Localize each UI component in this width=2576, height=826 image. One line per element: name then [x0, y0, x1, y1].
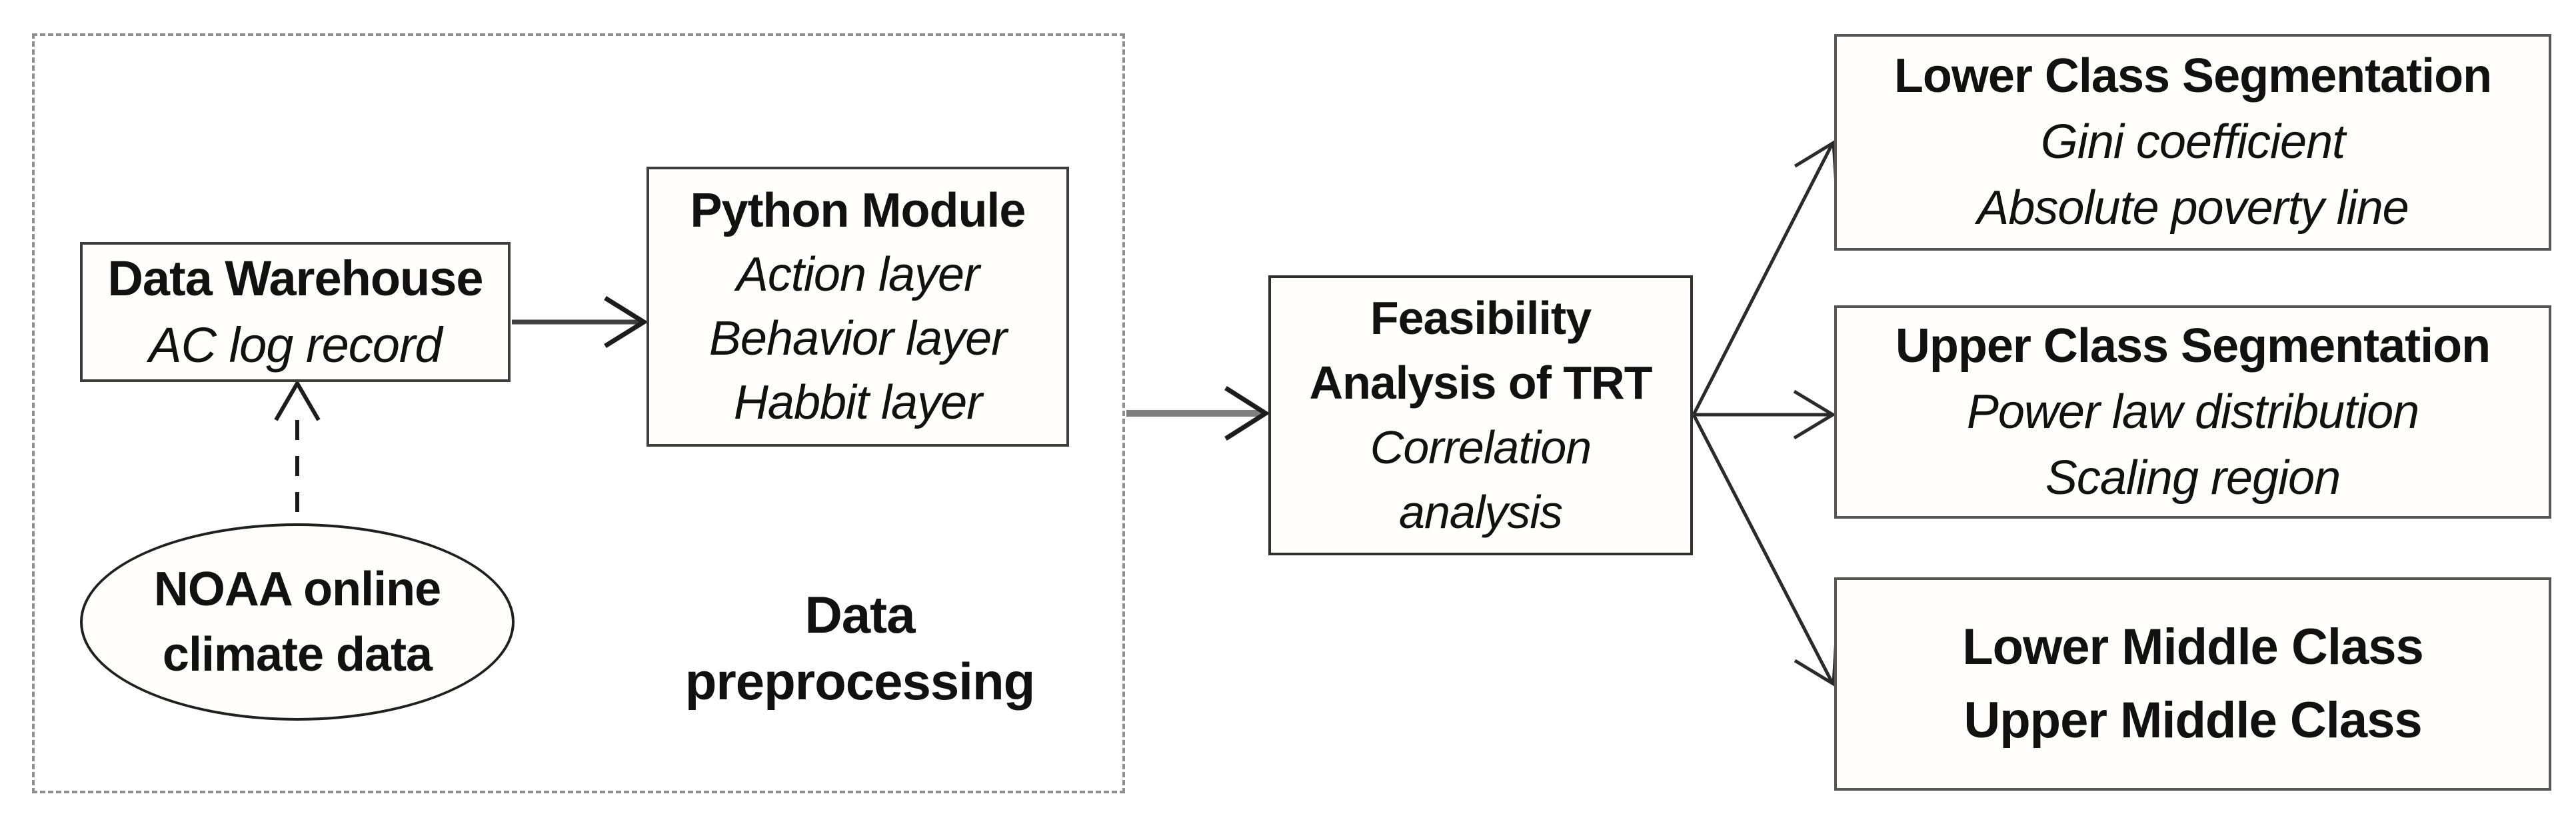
upper-class-segmentation-box: Upper Class Segmentation Power law distr… [1834, 305, 2551, 519]
feasibility-subtitle-line1: Correlation [1370, 421, 1592, 473]
feasibility-subtitle-line2: analysis [1399, 486, 1563, 538]
upper-class-title: Upper Class Segmentation [1895, 319, 2491, 373]
upper-class-line-power-law: Power law distribution [1966, 385, 2419, 439]
data-warehouse-box: Data Warehouse AC log record [80, 242, 511, 382]
lower-class-segmentation-box: Lower Class Segmentation Gini coefficien… [1834, 34, 2551, 251]
noaa-line1: NOAA online [153, 563, 441, 616]
arrow-feasibility-to-middle-class [1692, 413, 1838, 687]
middle-class-box: Lower Middle Class Upper Middle Class [1834, 577, 2551, 791]
feasibility-analysis-box: Feasibility Analysis of TRT Correlation … [1268, 275, 1693, 555]
python-module-title: Python Module [690, 184, 1026, 237]
python-module-line-action-layer: Action layer [736, 248, 980, 301]
data-warehouse-subtitle: AC log record [149, 317, 442, 373]
data-preprocessing-label: Data preprocessing [684, 585, 1036, 711]
feasibility-title-line1: Feasibility [1370, 292, 1592, 344]
middle-class-line1: Lower Middle Class [1962, 619, 2423, 675]
lower-class-line-gini: Gini coefficient [2040, 115, 2345, 169]
arrow-preprocessing-to-feasibility [1126, 386, 1270, 441]
python-module-box: Python Module Action layer Behavior laye… [646, 167, 1069, 447]
arrow-feasibility-to-upper-class [1694, 389, 1836, 440]
arrow-feasibility-to-lower-class [1692, 139, 1838, 416]
python-module-line-behavior-layer: Behavior layer [708, 312, 1007, 365]
data-warehouse-title: Data Warehouse [107, 251, 483, 306]
lower-class-title: Lower Class Segmentation [1894, 49, 2492, 103]
noaa-line2: climate data [162, 628, 433, 681]
python-module-line-habbit-layer: Habbit layer [733, 376, 982, 429]
feasibility-title-line2: Analysis of TRT [1309, 357, 1653, 409]
data-preprocessing-container [32, 33, 1125, 793]
lower-class-line-poverty: Absolute poverty line [1977, 181, 2409, 235]
upper-class-line-scaling: Scaling region [2045, 451, 2341, 505]
middle-class-line2: Upper Middle Class [1963, 692, 2422, 749]
noaa-climate-data-ellipse: NOAA online climate data [80, 523, 515, 721]
